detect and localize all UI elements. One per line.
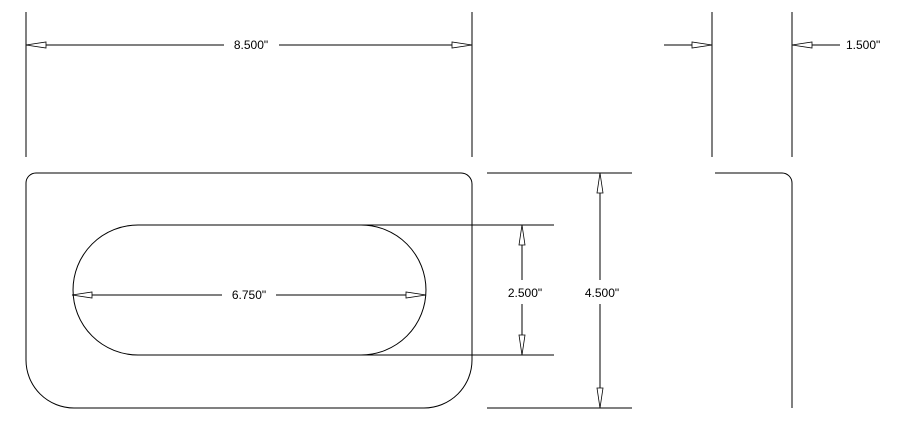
arrowhead-icon: [596, 172, 604, 194]
dimension-label-overall-height: 4.500": [585, 286, 619, 300]
arrowhead-icon: [405, 291, 427, 299]
dimension-label-slot-length: 6.750": [232, 288, 266, 302]
plate-outline: [25, 172, 473, 409]
dimension-label-thickness: 1.500": [846, 38, 880, 52]
front-view: 6.750" 2.500" 4.500": [25, 172, 632, 409]
dimension-label-overall-width: 8.500": [234, 38, 268, 52]
arrowhead-icon: [518, 224, 526, 246]
arrowhead-icon: [25, 41, 47, 49]
top-view: 8.500": [25, 12, 473, 157]
side-view-profile: [715, 172, 793, 408]
dimension-label-slot-height: 2.500": [508, 286, 542, 300]
arrowhead-icon: [691, 41, 713, 49]
side-view-top: 1.500": [664, 12, 880, 157]
arrowhead-icon: [518, 334, 526, 356]
side-profile-outline: [715, 172, 793, 408]
arrowhead-icon: [596, 387, 604, 409]
arrowhead-icon: [791, 41, 813, 49]
arrowhead-icon: [71, 291, 93, 299]
arrowhead-icon: [451, 41, 473, 49]
